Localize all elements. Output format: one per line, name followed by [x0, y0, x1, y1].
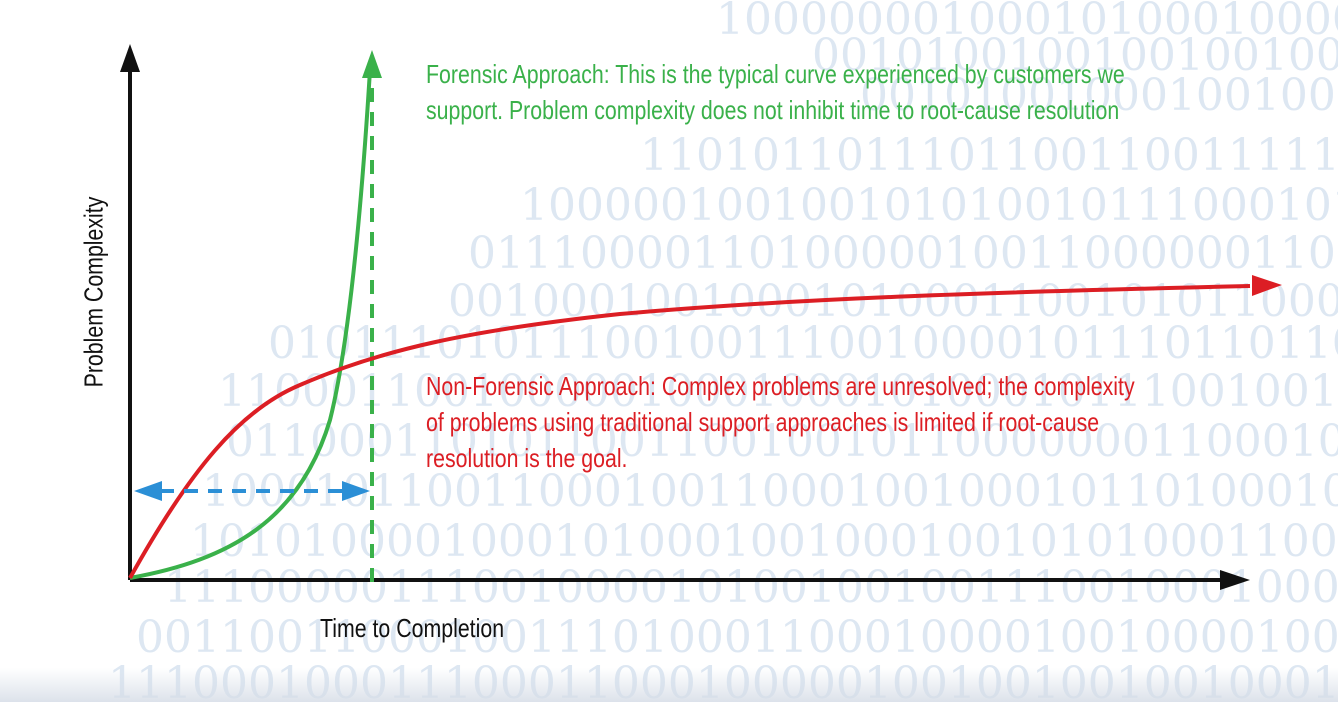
nonforensic-curve-arrowhead: [1252, 275, 1282, 296]
forensic-curve: [129, 69, 372, 580]
y-axis-label: Problem Complexity: [78, 196, 109, 388]
time-span-left-arrowhead: [134, 481, 162, 501]
y-axis-arrowhead: [120, 44, 140, 72]
nonforensic-approach-note: Non-Forensic Approach: Complex problems …: [426, 371, 1135, 473]
nonforensic-curve: [128, 284, 1251, 579]
forensic-limit-arrowhead: [362, 50, 382, 78]
x-axis-arrowhead: [1220, 570, 1250, 590]
forensic-approach-note: Forensic Approach: This is the typical c…: [426, 59, 1125, 125]
x-axis-label: Time to Completion: [320, 613, 505, 643]
time-span-right-arrowhead: [342, 481, 370, 501]
